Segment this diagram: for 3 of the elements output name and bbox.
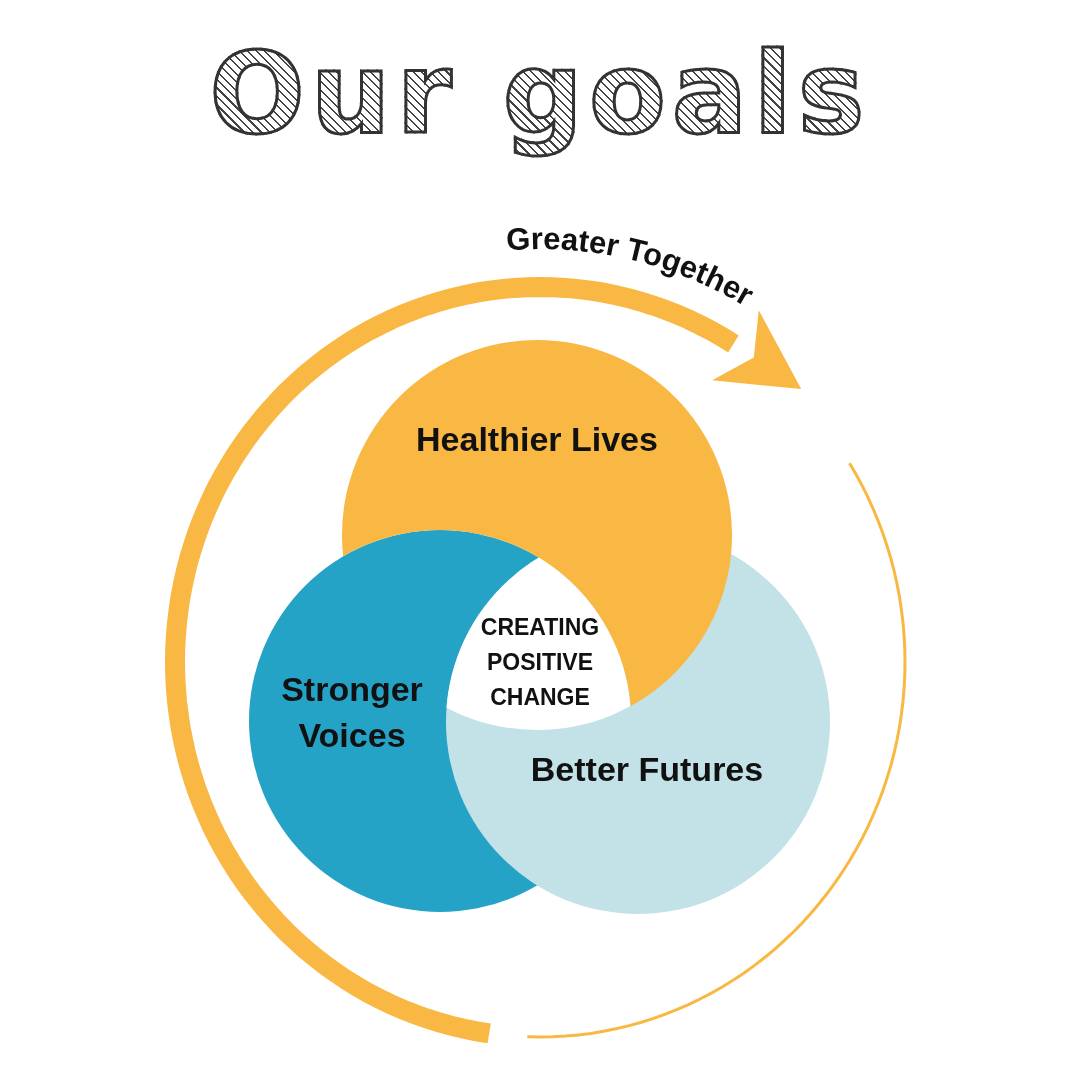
goal-label: Stronger Voices [252,667,452,759]
goal-label: Healthier Lives [377,417,697,463]
goal-label: Better Futures [497,747,797,793]
